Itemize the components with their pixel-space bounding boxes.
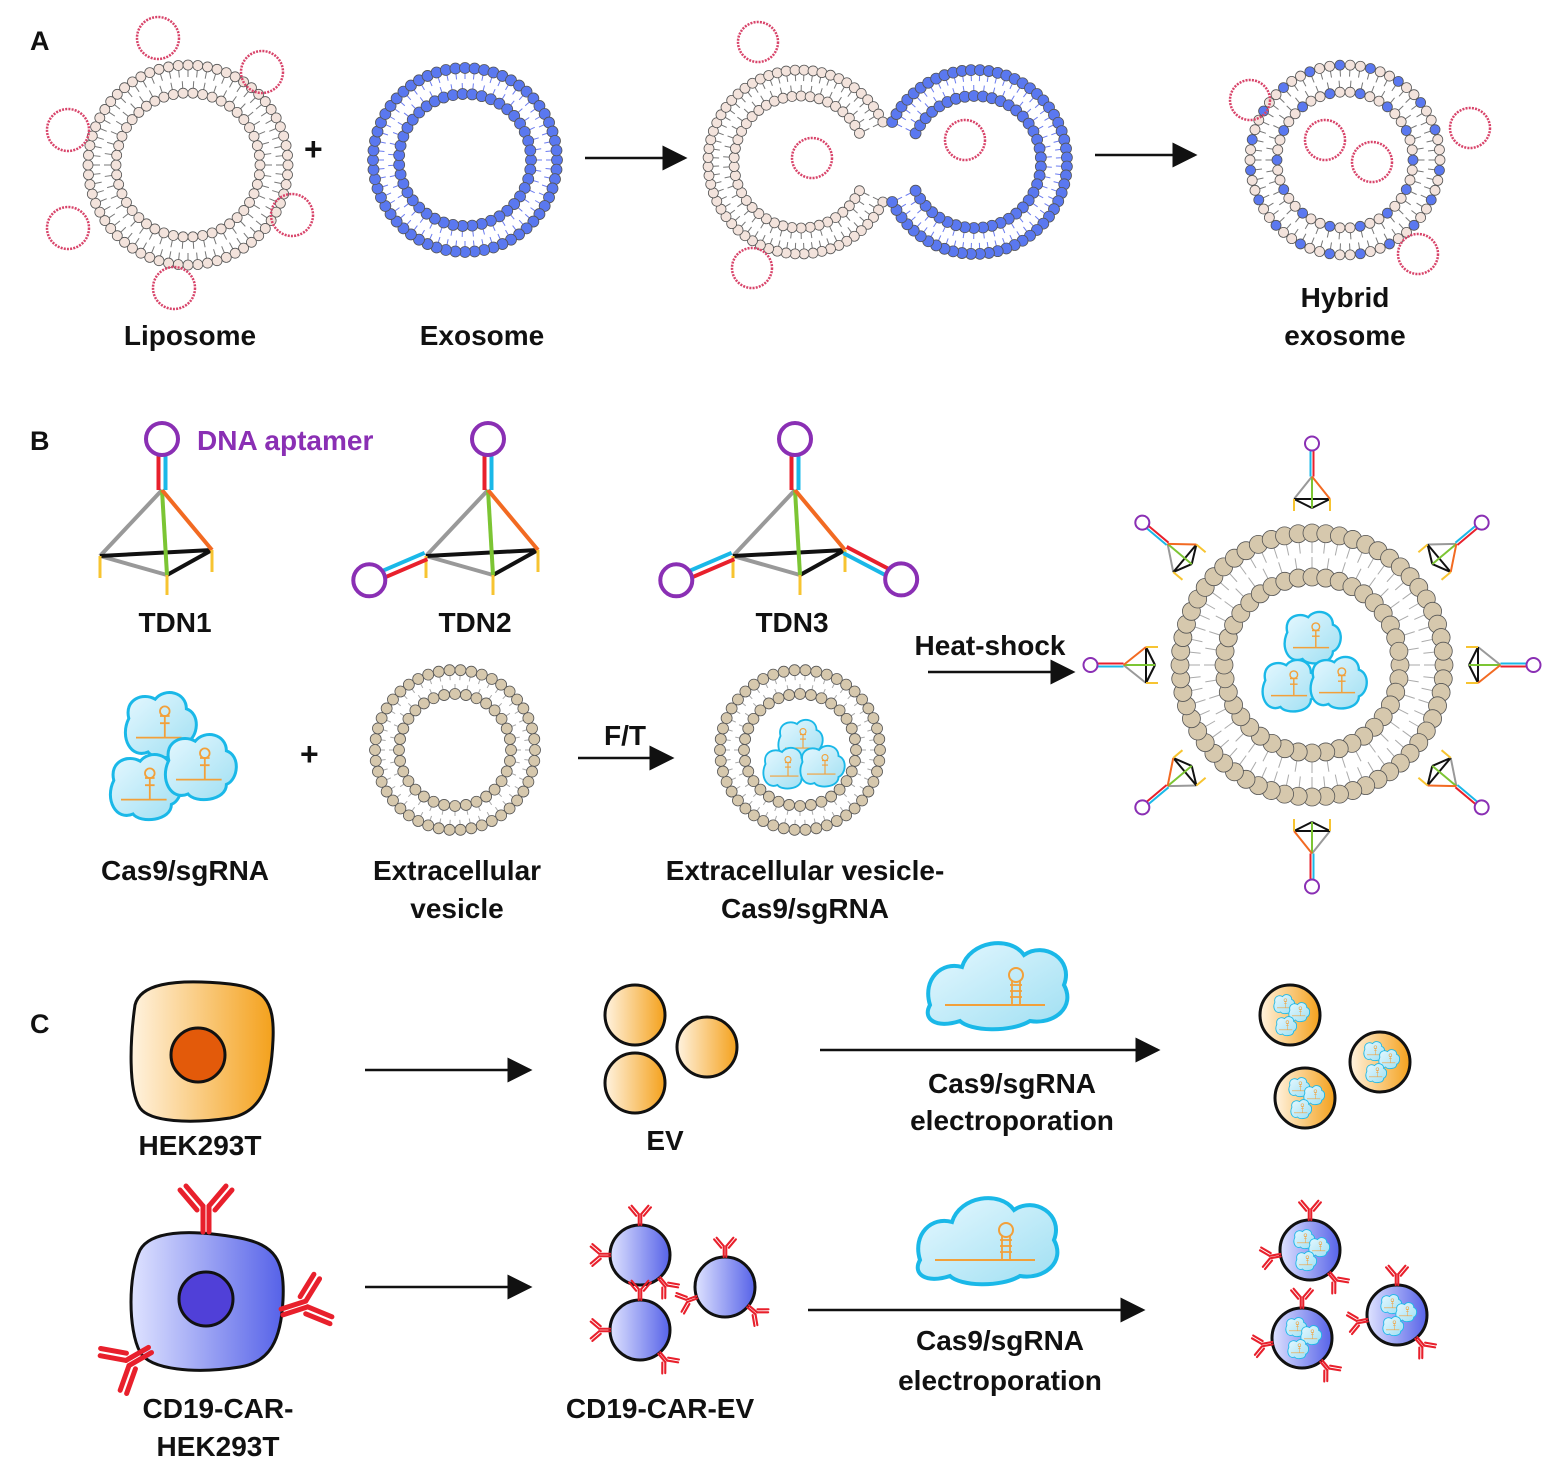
tdn1-tetrahedron	[98, 421, 214, 595]
electro2-label-line2: electroporation	[898, 1365, 1102, 1396]
panel-label-a: A	[30, 26, 50, 56]
loaded-orange-evs	[1258, 983, 1412, 1130]
hek293t-nucleus	[169, 1026, 227, 1084]
electro1-label-line2: electroporation	[910, 1105, 1114, 1136]
hek293t-label: HEK293T	[139, 1130, 262, 1161]
liposome-label: Liposome	[124, 320, 256, 351]
cas9-sgrna-icon-bottom	[915, 1196, 1060, 1287]
cas9-sgrna-complexes	[108, 691, 238, 822]
tdn3-label: TDN3	[755, 607, 828, 638]
car-antibodies	[97, 1183, 335, 1397]
hybrid-exosome-bilayer	[1228, 59, 1492, 276]
exosome-label: Exosome	[420, 320, 545, 351]
heat-shock-label: Heat-shock	[915, 630, 1066, 661]
hybrid-label-line1: Hybrid	[1301, 282, 1390, 313]
ev-label-line2: vesicle	[410, 893, 503, 924]
tdn2-tetrahedron	[351, 421, 540, 599]
panel-label-c: C	[30, 1009, 50, 1039]
tdn1-label: TDN1	[138, 607, 211, 638]
dna-aptamer-label: DNA aptamer	[197, 425, 373, 456]
extracellular-vesicle-bilayer	[369, 664, 541, 836]
tdn3-tetrahedron	[658, 421, 920, 599]
evcas-label-line2: Cas9/sgRNA	[721, 893, 889, 924]
hybrid-label-line2: exosome	[1284, 320, 1405, 351]
tdn2-label: TDN2	[438, 607, 511, 638]
liposome-surface-rings	[45, 15, 315, 311]
ev-orange-2	[675, 1015, 739, 1079]
electro2-label-line1: Cas9/sgRNA	[916, 1325, 1084, 1356]
cd19-car-hek293t-cell	[129, 1231, 285, 1372]
car-label-line1: CD19-CAR-	[143, 1393, 294, 1424]
ft-label: F/T	[604, 720, 646, 751]
plus-sign-b: +	[300, 736, 319, 772]
electro1-label-line1: Cas9/sgRNA	[928, 1068, 1096, 1099]
cd19-car-evs	[589, 1204, 770, 1375]
exosome-bilayer	[367, 62, 563, 258]
loaded-blue-car-evs	[1250, 1199, 1438, 1383]
car-label-line2: HEK293T	[157, 1431, 280, 1462]
cas9-sgrna-icon-top	[925, 941, 1070, 1032]
evcas-label-line1: Extracellular vesicle-	[666, 855, 945, 886]
ev-label: EV	[646, 1125, 684, 1156]
ev-cas9-loaded-vesicle	[714, 664, 886, 836]
liposome-bilayer	[82, 59, 294, 271]
fusing-vesicles	[702, 20, 1073, 290]
plus-sign: +	[304, 131, 323, 167]
ev-orange-1	[603, 983, 667, 1047]
cas9-label: Cas9/sgRNA	[101, 855, 269, 886]
ev-orange-3	[603, 1051, 667, 1115]
car-ev-label: CD19-CAR-EV	[566, 1393, 755, 1424]
panel-label-b: B	[30, 426, 50, 456]
ev-label-line1: Extracellular	[373, 855, 541, 886]
tdn-decorated-vesicle	[1082, 435, 1542, 895]
